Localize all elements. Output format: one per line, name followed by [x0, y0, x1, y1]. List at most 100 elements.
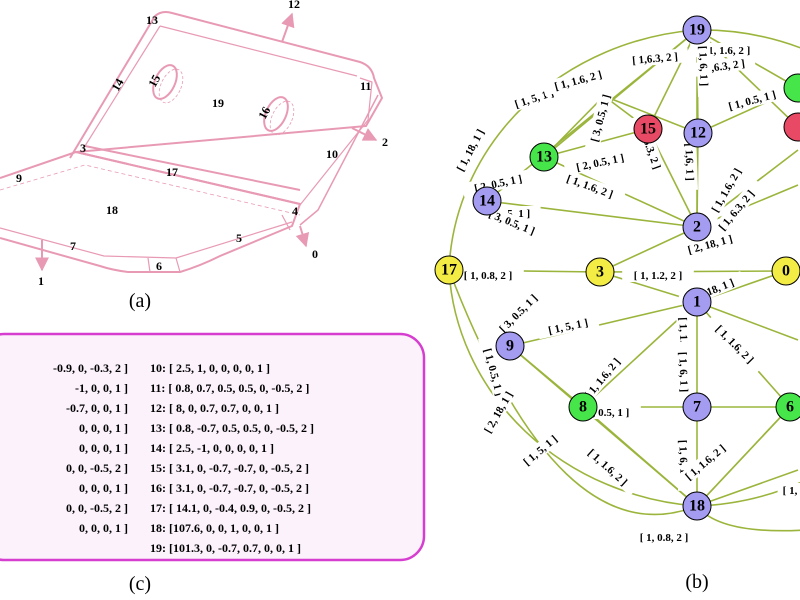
graph-node-14: 14: [472, 186, 502, 216]
part-label: 18: [106, 203, 118, 217]
edge-label-group: [ 1, 6, 1 ]: [695, 35, 713, 97]
edge-label-bg: [707, 178, 765, 242]
node-label: 6: [786, 399, 794, 416]
table-row-right: 13: [ 0.8, -0.7, 0.5, 0.5, 0, -0.5, 2 ]: [150, 421, 314, 435]
graph-node-17: 17: [434, 255, 464, 285]
graph-node-12: 12: [683, 118, 713, 148]
graph-node-19: 19: [682, 15, 712, 45]
node-label: 0: [782, 263, 790, 280]
table-row-right: 10: [ 2.5, 1, 0, 0, 0, 0, 1 ]: [150, 361, 270, 375]
table-row-left: -1, 0, 0, 1 ]: [75, 381, 128, 395]
graph-node-15: 15: [633, 114, 663, 144]
edge-label-group: [ 1, 0.8, 2 ]: [452, 268, 524, 282]
edge-label: [ 1, 1.6, 2 ]: [553, 69, 603, 93]
node-label: 19: [689, 22, 705, 39]
edge-label-bg: [487, 282, 549, 344]
table-row-right: 16: [ 3.1, 0, -0.7, -0.7, 0, -0.5, 2 ]: [150, 481, 309, 495]
node-circle: [633, 114, 663, 144]
node-circle: [472, 186, 502, 216]
table-row-left: 0, 0, 0, 1 ]: [79, 441, 128, 455]
node-circle: [529, 142, 559, 172]
part-label: 16: [255, 104, 273, 121]
edge-label: [ 1, 5, 1 ]: [547, 317, 589, 337]
node-label: 14: [479, 193, 495, 210]
table-row-right: 12: [ 8, 0, 0.7, 0.7, 0, 0, 1 ]: [150, 401, 279, 415]
edge-label: [ 1, 0.8, 2 ]: [640, 532, 689, 544]
graph-edge: [696, 406, 791, 507]
graph-edge: [696, 301, 799, 341]
node-circle: [682, 212, 712, 242]
graph-node-6: 6: [775, 392, 800, 422]
node-circle: [783, 73, 800, 103]
graph-edge: [448, 269, 698, 516]
part-label: 6: [156, 259, 162, 273]
node-label: 1: [693, 294, 701, 311]
edge-label-bg: [541, 63, 615, 97]
arrow-12: [281, 12, 295, 43]
edge-label-bg: [622, 268, 694, 282]
edge-label: [ 1,6, 1 ]: [682, 143, 695, 181]
edge-label-group: [ 1, 1.2, 2 ]: [622, 268, 694, 282]
edge-label-bg: [715, 83, 789, 117]
table-row-left: 0, 0, 0, 1 ]: [79, 521, 128, 535]
table-row-right: 19: [101.3, 0, -0.7, 0.7, 0, 0, 1 ]: [150, 541, 301, 555]
part-label: 13: [146, 13, 158, 27]
node-circle: [495, 331, 525, 361]
table-row-left: 0, 0, 0, 1 ]: [79, 421, 128, 435]
node-circle: [682, 392, 712, 422]
panel-b-graph: [ 1, 18, 1 ][ 1, 5, 1 ][ 1, 1.6, 2 ][ 1,…: [434, 15, 800, 544]
base-plate-corner-6: [147, 257, 181, 273]
graph-edge: [509, 301, 698, 347]
edge-label-group: [ 1, 0.5, 1 ]: [715, 83, 789, 117]
base-plate: [0, 151, 301, 273]
edge-label: [ 1, 5, 1 ]: [521, 433, 560, 468]
edge-label: [ 1, 6, 1 ]: [696, 46, 709, 87]
graph-edge: [599, 226, 698, 273]
table-row-left: 0, 0, -0.5, 2 ]: [66, 461, 128, 475]
node-circle: [585, 257, 615, 287]
node-label: 8: [579, 399, 587, 416]
graph-edge: [582, 406, 698, 507]
part-label: 0: [312, 247, 318, 261]
table-row-right: 18: [107.6, 0, 0, 1, 0, 0, 1 ]: [150, 521, 279, 535]
arrow-2: [351, 127, 378, 141]
hole-15: [152, 64, 178, 100]
graph-node: [783, 73, 800, 103]
edge-label-bg: [673, 433, 737, 491]
hole-15-inner: [158, 68, 184, 104]
edge-label-bg: [576, 437, 640, 497]
node-label: 7: [693, 399, 701, 416]
arrow-0: [295, 225, 310, 248]
back-panel: [69, 11, 383, 159]
back-panel-right-edge: [299, 77, 373, 206]
edge-label-bg: [448, 117, 492, 183]
edge-label: [ 1, 1.6, 2 ]: [585, 447, 629, 488]
node-circle: [775, 392, 800, 422]
table-row-right: 15: [ 3.1, 0, -0.7, -0.7, 0, -0.5, 2 ]: [150, 461, 309, 475]
table-row-left: -0.7, 0, 0, 1 ]: [66, 401, 128, 415]
node-circle: [682, 491, 712, 521]
edge-label-bg: [553, 167, 627, 205]
part-label: 3: [80, 141, 86, 155]
edge-label: [ 1,: [783, 485, 798, 497]
edge-label-bg: [621, 48, 689, 68]
node-circle: [682, 15, 712, 45]
node-label: 13: [536, 149, 552, 166]
edge-label: [ 1, 1.2, 2 ]: [634, 270, 683, 282]
node-circle: [771, 256, 800, 286]
graph-edge: [603, 95, 699, 134]
edge-label-bg: [676, 228, 744, 260]
table-row-left: -0.9, 0, -0.3, 2 ]: [53, 361, 128, 375]
graph-node: [783, 112, 800, 142]
node-circle: [683, 118, 713, 148]
part-label: 2: [382, 135, 388, 149]
part-label: 12: [288, 0, 300, 11]
part-label: 11: [360, 79, 371, 93]
edge-label-group: [ 1,6, 1 ]: [682, 133, 698, 191]
part-label: 10: [326, 147, 338, 161]
graph-node-1: 1: [682, 287, 712, 317]
edge-label-group: [ 1, 1.6, 2 ]: [553, 167, 627, 205]
hole-16-inner: [269, 100, 295, 136]
edge-label-bg: [563, 147, 637, 177]
